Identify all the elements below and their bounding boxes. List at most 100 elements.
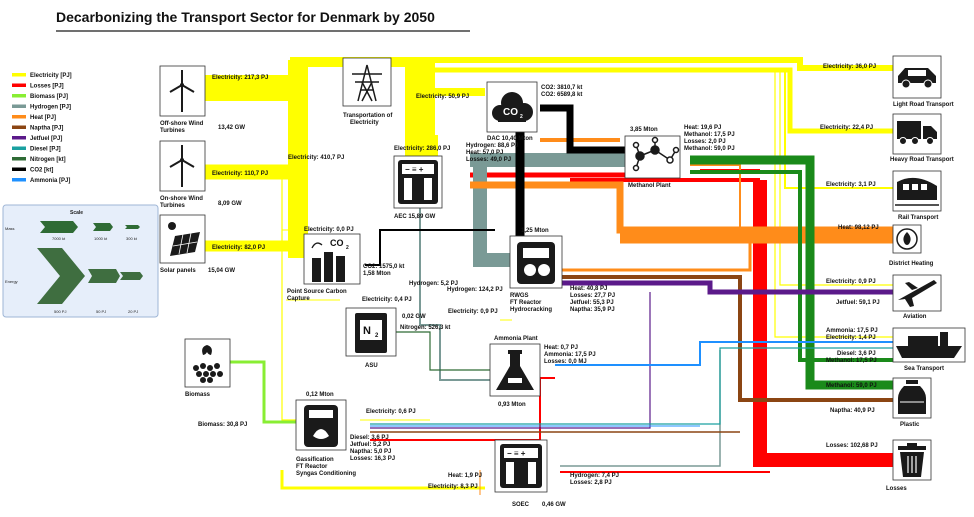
- legend-label: Naptha [PJ]: [30, 126, 63, 132]
- asu-nitrogen: Nitrogen: 526,3 kt: [400, 325, 450, 331]
- scale-heading: Scale: [70, 210, 83, 216]
- dac-in-electricity: Electricity: 50,9 PJ: [416, 94, 469, 100]
- scale-box: Scale Mass 7000 kt 1000 kt 300 kt Energy…: [2, 204, 159, 318]
- ammonia-out: Ammonia: 17,5 PJ: [544, 352, 596, 358]
- legend-item: Naptha [PJ]: [12, 125, 63, 132]
- rwgs-name-2: FT Reactor: [510, 300, 542, 306]
- flow-methanol-sea: [690, 170, 893, 362]
- light-road-node: Light Road Transport Electricity: 36,0 P…: [823, 55, 954, 108]
- biomass-flow: Biomass: 30,8 PJ: [198, 422, 247, 428]
- flow-electricity-heavy: [420, 67, 893, 134]
- aviation-node: Aviation Electricity: 0,9 PJ Jetfuel: 59…: [826, 274, 942, 320]
- legend-item: Heat [PJ]: [12, 115, 56, 121]
- electrolyzer-icon: − ≡ +: [398, 160, 438, 204]
- soec-name: SOEC: [512, 502, 530, 508]
- legend-item: Biomass [PJ]: [12, 94, 68, 100]
- flow-electricity-to-aec: [405, 62, 438, 165]
- district-heating-flow: Heat: 98,12 PJ: [838, 225, 879, 231]
- scale-energy-arrow-medium: [88, 269, 120, 283]
- onshore-flow: Electricity: 110,7 PJ: [212, 171, 268, 177]
- rwgs-node: 1,25 Mton RWGS FT Reactor Hydrocracking …: [447, 228, 615, 315]
- losses-flow: Losses: 102,68 PJ: [826, 443, 878, 449]
- scale-energy-arrow-large: [37, 248, 85, 304]
- soec-capacity: 0,46 GW: [542, 502, 566, 508]
- electrolyzer-icon: − ≡ +: [500, 444, 542, 488]
- aviation-flow-1: Electricity: 0,9 PJ: [826, 279, 876, 285]
- transport-electricity-name-1: Transportation of: [343, 113, 393, 119]
- heavy-road-flow: Electricity: 22,4 PJ: [820, 125, 873, 131]
- rwgs-hydrogen: Hydrogen: 124,2 PJ: [447, 287, 503, 293]
- scale-mass-arrow-medium: [93, 223, 113, 231]
- airplane-icon: [898, 280, 937, 307]
- sea-flow-1: Ammonia: 17,5 PJ: [826, 328, 878, 334]
- rail-flow: Electricity: 3,1 PJ: [826, 182, 876, 188]
- flow-rwgs-heat: [560, 235, 752, 272]
- pscc-name-1: Point Source Carbon: [287, 289, 347, 295]
- plastic-bottle-icon: [898, 380, 926, 414]
- dac-co2-out-1: CO2: 3810,7 kt: [541, 85, 582, 91]
- flow-aec-heat: [470, 181, 893, 234]
- ammonia-flows: [370, 341, 893, 427]
- plastic-name: Plastic: [900, 422, 920, 428]
- gasification-mass: 0,12 Mton: [306, 392, 334, 398]
- legend-swatch: [12, 178, 26, 182]
- asu-in-electricity: Electricity: 0,4 PJ: [362, 297, 412, 303]
- losses-name: Losses: [886, 486, 907, 492]
- co2-cloud-icon: CO 2: [492, 92, 533, 122]
- electrolyzer-plusminus-glyph: − ≡ +: [405, 165, 424, 174]
- legend-item: Diesel [PJ]: [12, 146, 61, 153]
- legend-swatch: [12, 136, 26, 140]
- legend-label: Electricity [PJ]: [30, 73, 72, 79]
- flow-gasif-losses: [370, 377, 555, 441]
- rwgs-naptha: Naptha: 35,9 PJ: [570, 307, 615, 313]
- reactor-icon: [517, 242, 555, 284]
- soec-heat: Heat: 1,9 PJ: [448, 473, 482, 479]
- methanol-heat: Heat: 19,6 PJ: [684, 125, 721, 131]
- asu-capacity: 0,02 GW: [402, 314, 426, 320]
- legend-swatch: [12, 125, 26, 129]
- scale-panel: [2, 204, 159, 318]
- rwgs-heat: Heat: 40,8 PJ: [570, 286, 607, 292]
- flow-asu-nitrogen: [395, 331, 490, 371]
- train-icon: [895, 177, 939, 206]
- legend-item: Electricity [PJ]: [12, 73, 72, 79]
- ammonia-mass: 0,93 Mton: [498, 402, 526, 408]
- soec-losses: Losses: 2,8 PJ: [570, 480, 612, 486]
- legend-label: Ammonia [PJ]: [30, 178, 70, 184]
- gasification-name-2: FT Reactor: [296, 464, 328, 470]
- dac-hydrogen: Hydrogen: 88,6 PJ: [466, 143, 518, 149]
- legend-swatch: [12, 83, 26, 87]
- flow-methanol-heat: [690, 164, 741, 235]
- molecule-icon: [632, 136, 680, 172]
- ammonia-name: Ammonia Plant: [494, 336, 538, 342]
- soec-in-electricity: Electricity: 8,3 PJ: [428, 484, 478, 490]
- legend-label: Diesel [PJ]: [30, 147, 61, 153]
- ammonia-plant-node: Ammonia Plant 0,93 Mton Heat: 0,7 PJ Amm…: [489, 336, 596, 408]
- pscc-co2: CO2: 1575,0 kt: [363, 264, 404, 270]
- flow-soec-hydrogen: [560, 350, 721, 467]
- nitrogen-tank-icon: N 2: [355, 313, 387, 353]
- asu-hydrogen: Hydrogen: 5,2 PJ: [409, 281, 458, 287]
- scale-mass-arrow-small: [125, 225, 140, 229]
- heavy-road-node: Heavy Road Transport Electricity: 22,4 P…: [820, 113, 954, 163]
- scale-mass-tick-3: 300 kt: [126, 236, 138, 241]
- district-heating-node: District Heating Heat: 98,12 PJ: [838, 224, 934, 267]
- legend-label: Hydrogen [PJ]: [30, 105, 71, 111]
- offshore-name-2: Turbines: [160, 128, 186, 134]
- flask-icon: [496, 350, 534, 390]
- legend-swatch: [12, 167, 26, 171]
- soec-hydrogen: Hydrogen: 7,4 PJ: [570, 473, 619, 479]
- legend-label: Losses [PJ]: [30, 84, 64, 90]
- light-road-name: Light Road Transport: [893, 102, 954, 108]
- sea-flow-4: Methanol: 17,5 PJ: [826, 358, 877, 364]
- scale-mass-label: Mass: [5, 226, 15, 231]
- light-road-flow: Electricity: 36,0 PJ: [823, 64, 876, 70]
- offshore-flow: Electricity: 217,3 PJ: [212, 75, 268, 81]
- offshore-capacity: 13,42 GW: [218, 125, 245, 131]
- onshore-wind-node: On-shore Wind Turbines Electricity: 110,…: [159, 140, 268, 209]
- solar-capacity: 15,04 GW: [208, 268, 235, 274]
- legend-label: Jetfuel [PJ]: [30, 136, 62, 142]
- soec-node: − ≡ + SOEC 0,46 GW Heat: 1,9 PJ Electric…: [428, 439, 619, 508]
- offshore-name-1: Off-shore Wind: [160, 121, 204, 127]
- biomass-flows: [230, 360, 296, 424]
